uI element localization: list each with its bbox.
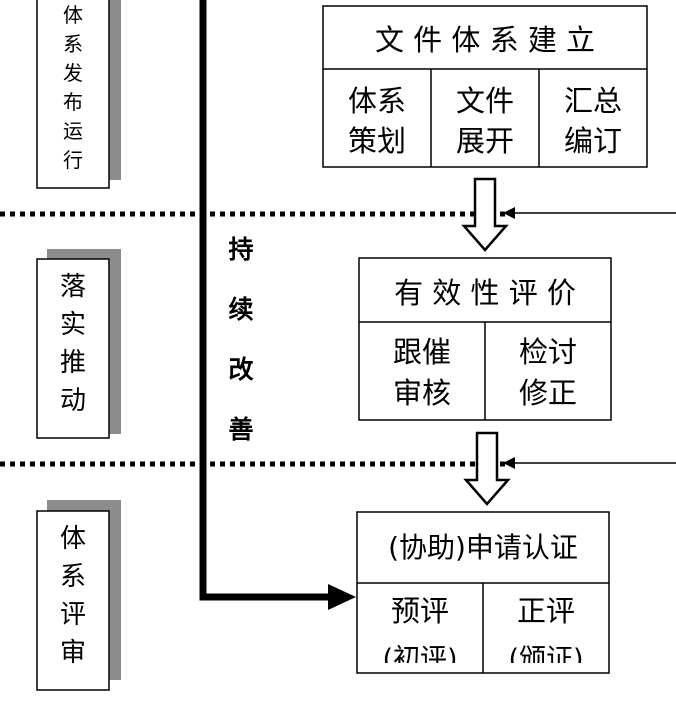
stage-cell: 文件 — [456, 84, 514, 118]
improvement-loop-arrow — [199, 0, 356, 610]
stage-cell: 修正 — [519, 376, 577, 410]
stage-cell: 体系 — [348, 84, 406, 118]
flow-arrow — [461, 177, 509, 252]
stage-cell: (初评) — [382, 644, 457, 675]
stage-cell: 策划 — [348, 124, 406, 158]
stage-title: 文 件 体 系 建 立 — [375, 23, 595, 57]
stage-box-certification: (协助)申请认证 预评 正评 (初评) (颁证) — [356, 511, 610, 675]
stage-title: (协助)申请认证 — [388, 531, 578, 564]
stage-cell: 展开 — [456, 124, 514, 158]
stage-cell: 检讨 — [519, 335, 577, 369]
loop-label: 持续改善 — [228, 235, 253, 444]
phase-label-release: 体系发布运行 — [63, 3, 83, 172]
stage-cell: 跟催 — [393, 335, 451, 369]
phase-box-promote: 落实推动 — [36, 249, 121, 439]
stage-cell: 预评 — [391, 594, 449, 628]
input-arrow — [503, 207, 676, 219]
stage-box-effectiveness: 有 效 性 评 价 跟催 审核 检讨 修正 — [358, 257, 612, 421]
stage-cell: 审核 — [393, 376, 451, 410]
stage-box-document-system: 文 件 体 系 建 立 体系 策划 文件 展开 汇总 编订 — [322, 5, 648, 168]
stage-title: 有 效 性 评 价 — [394, 276, 576, 310]
phase-label-promote: 落实推动 — [60, 272, 86, 416]
stage-cell: (颁证) — [508, 644, 583, 675]
phase-box-release: 体系发布运行 — [36, 0, 121, 189]
phase-box-review: 体系评审 — [36, 500, 121, 691]
flow-arrow — [463, 431, 511, 506]
input-arrow — [503, 457, 676, 469]
stage-cell: 编订 — [564, 124, 622, 158]
stage-cell: 正评 — [517, 594, 575, 628]
phase-label-review: 体系评审 — [60, 524, 86, 668]
stage-cell: 汇总 — [564, 84, 622, 118]
